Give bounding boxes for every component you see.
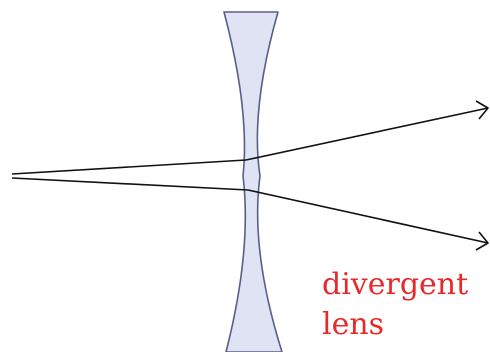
refracted-ray-upper: [246, 108, 488, 160]
concave-lens: [224, 12, 282, 352]
caption-line-1: divergent: [322, 268, 468, 302]
refracted-ray-lower: [248, 190, 488, 243]
incoming-ray-upper: [12, 160, 246, 174]
caption-line-2: lens: [322, 308, 384, 342]
incoming-ray-lower: [12, 178, 248, 190]
